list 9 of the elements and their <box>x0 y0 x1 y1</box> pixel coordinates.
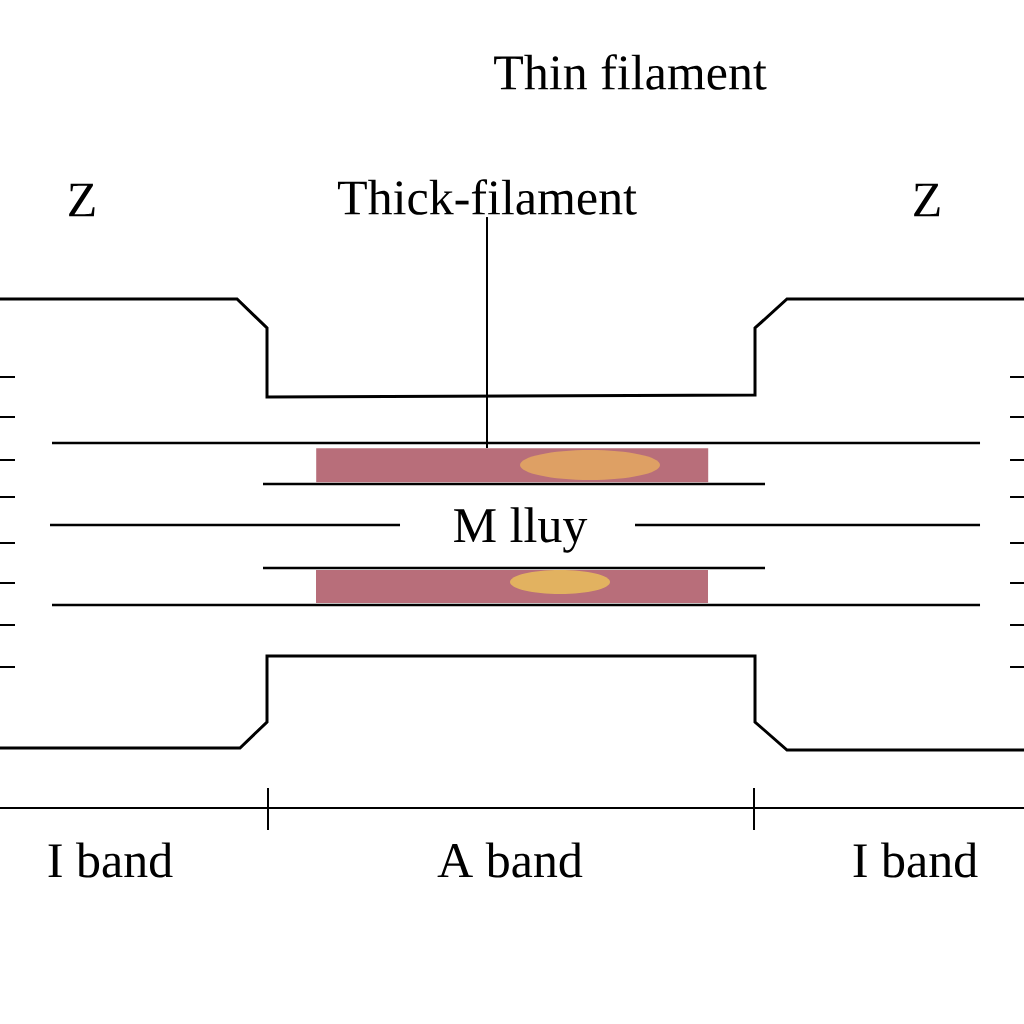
z-line-label: Z <box>914 183 940 217</box>
filament-label: Thick-filament <box>338 179 637 215</box>
label: Thin filament <box>494 54 767 90</box>
leader-line <box>486 216 488 449</box>
band-label: I band <box>48 842 173 878</box>
band-label: A band <box>437 842 583 878</box>
thick-filament-bar <box>316 448 709 483</box>
z-line-label: Z <box>69 183 95 217</box>
band-label: I band <box>853 842 978 878</box>
